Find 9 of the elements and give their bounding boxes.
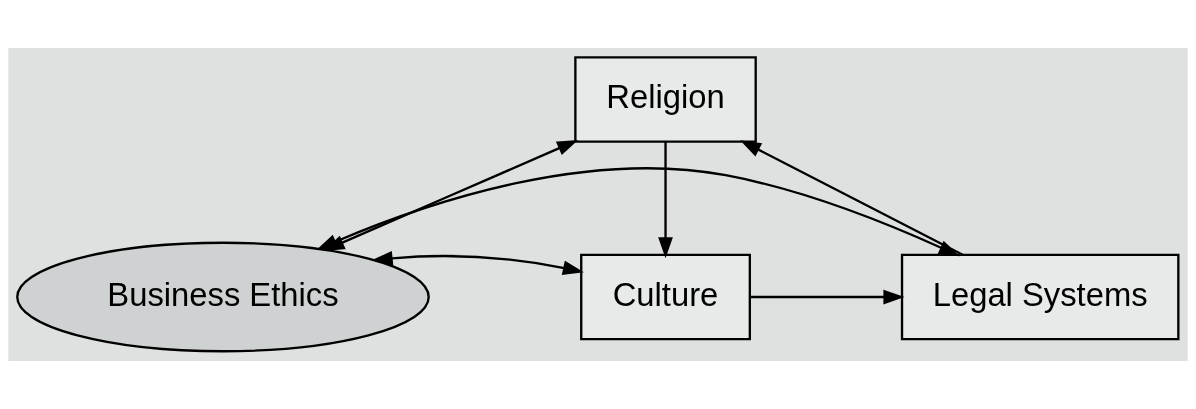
node-ellipse: Business Ethics bbox=[16, 241, 430, 353]
arrow bbox=[371, 250, 584, 276]
arrow bbox=[750, 289, 905, 305]
node-box: Culture bbox=[580, 253, 751, 341]
node-box: Religion bbox=[574, 56, 757, 143]
arrow bbox=[740, 140, 964, 256]
node-box: Legal Systems bbox=[900, 253, 1180, 341]
arrow bbox=[658, 141, 673, 259]
arrow bbox=[316, 167, 960, 257]
